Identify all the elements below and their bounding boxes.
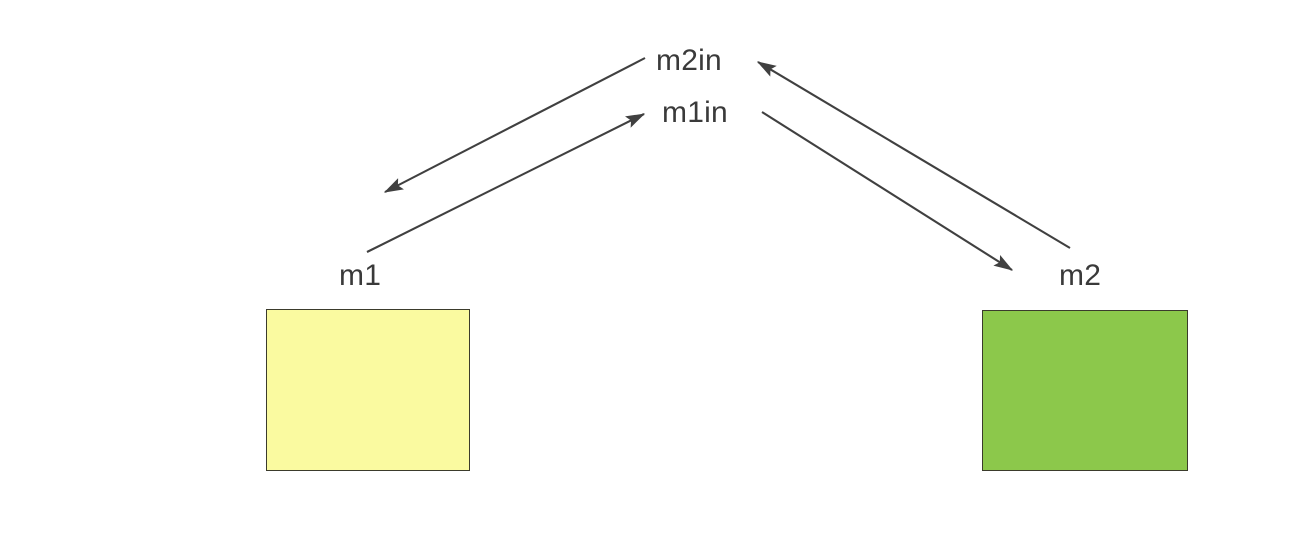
node-label-m1: m1 bbox=[339, 259, 382, 292]
arrow-m1in-to-m2 bbox=[761, 111, 1014, 271]
arrow-m2in-to-m1 bbox=[383, 57, 646, 193]
arrow-m2-to-m2in bbox=[756, 61, 1071, 249]
node-box-m2[interactable] bbox=[982, 310, 1188, 471]
node-box-m1[interactable] bbox=[266, 309, 470, 471]
arrow-m1-to-m1in bbox=[366, 113, 646, 253]
port-label-m2in: m2in bbox=[656, 44, 722, 77]
node-label-m2: m2 bbox=[1059, 259, 1102, 292]
port-label-m1in: m1in bbox=[662, 96, 728, 129]
